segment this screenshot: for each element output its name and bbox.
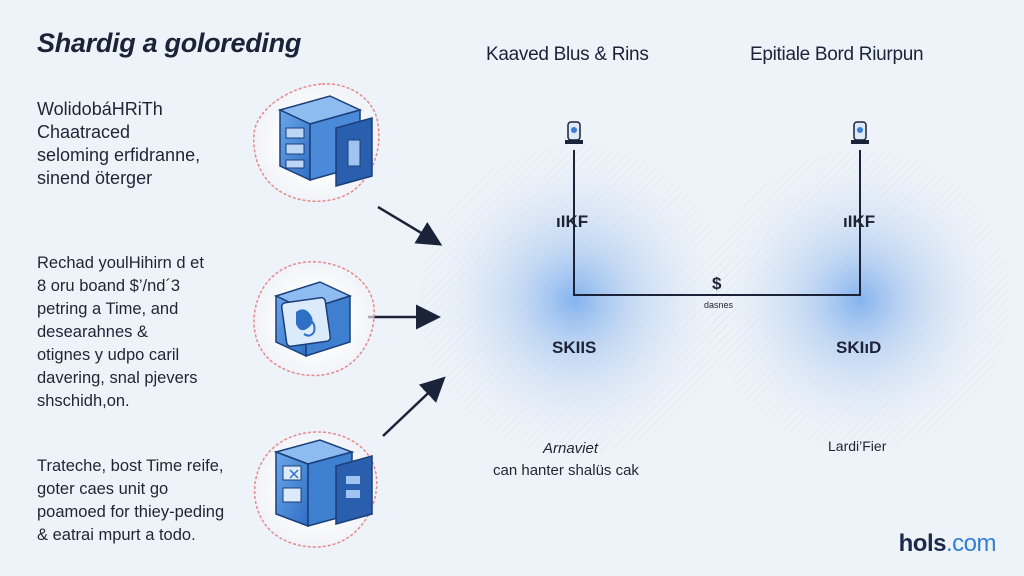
text-line: goter caes unit go <box>37 480 169 498</box>
text-line: otignes y udpo caril <box>37 346 180 364</box>
arrows <box>368 205 446 437</box>
left-sphere <box>420 145 730 455</box>
text-block-2: Rechad youlHihirn d et 8 oru boand $’/nd… <box>37 252 204 413</box>
right-caption: Lardi’Fier <box>828 438 887 454</box>
text-line: & eatrai mpurt a todo. <box>37 526 196 544</box>
brand-name: hols <box>898 530 947 557</box>
left-caption-title: Arnaviet <box>543 440 599 457</box>
processor-cube-icon <box>273 281 353 358</box>
right-bottom-node-label: SKIıD <box>836 338 882 357</box>
text-line: poamoed for thiey-peding <box>37 503 225 521</box>
left-top-node-label: ıIKF <box>556 212 589 231</box>
left-caption-text: can hanter shalüs cak <box>493 462 639 479</box>
connector-lines <box>573 150 861 296</box>
text-line: desearahnes & <box>37 323 148 341</box>
text-line: seloming erfidranne, <box>37 145 201 165</box>
link-label: dasnes <box>704 300 734 310</box>
brand-domain: .com <box>945 530 997 557</box>
text-block-3: Trateche, bost Time reife, goter caes un… <box>37 455 224 547</box>
brand-logo: hols.com <box>898 530 997 558</box>
text-line: shschidh,on. <box>37 392 130 410</box>
text-line: sinend öterger <box>37 168 153 188</box>
text-block-1: WolidobáHRiTh Chaatraced seloming erfidr… <box>37 98 200 190</box>
text-line: Rechad youlHihirn d et <box>37 254 204 272</box>
text-line: petring a Time, and <box>37 300 179 318</box>
filing-cabinet-icon <box>277 95 373 187</box>
right-sphere <box>710 150 1010 450</box>
right-top-node-label: ıIKF <box>843 212 876 231</box>
right-column-heading: Epitiale Bord Riurpun <box>750 44 924 65</box>
server-stack-icon <box>273 439 373 528</box>
text-line: WolidobáHRiTh <box>37 99 163 119</box>
pin-node-icon <box>851 121 869 144</box>
left-bottom-node-label: SKIIS <box>552 338 597 357</box>
pin-node-icon <box>565 121 583 144</box>
text-line: Chaatraced <box>37 122 131 142</box>
link-symbol: $ <box>712 274 722 293</box>
left-column-heading: Kaaved Blus & Rins <box>486 44 649 65</box>
text-line: Trateche, bost Time reife, <box>37 457 224 475</box>
text-line: davering, snal pjevers <box>37 369 198 387</box>
text-line: 8 oru boand $’/nd´3 <box>37 277 181 295</box>
page-title: Shardig a goloreding <box>37 28 302 58</box>
